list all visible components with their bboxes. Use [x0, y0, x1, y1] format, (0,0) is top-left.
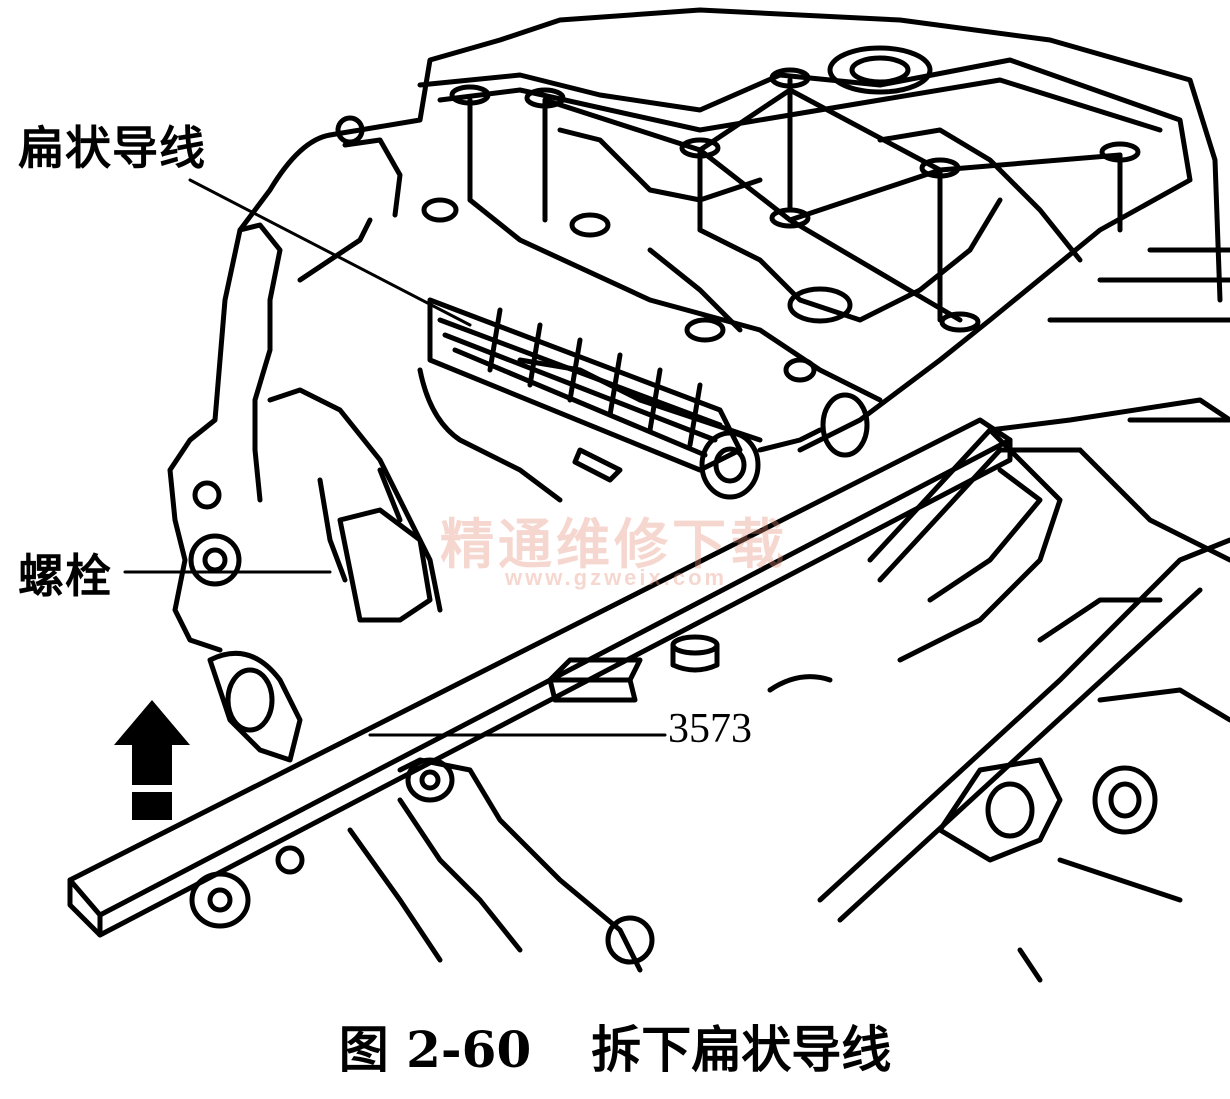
- tool-number-label: 3573: [668, 706, 752, 752]
- figure-caption: 图 2-60 拆下扁状导线: [0, 1010, 1230, 1082]
- lower-linkage: [189, 634, 833, 973]
- fan-wire-harness: [417, 297, 870, 503]
- fan-wire-leader-line: [188, 178, 472, 327]
- right-bracket: [817, 247, 1230, 983]
- figure-title: 拆下扁状导线: [591, 1020, 892, 1079]
- bolt-label: 螺栓: [18, 549, 112, 603]
- transmission-line-drawing: [67, 7, 1230, 983]
- valve-body: [417, 45, 1193, 453]
- watermark-url: www.gzweix.com: [505, 565, 728, 590]
- valve-pins: [421, 67, 1141, 343]
- fan-wire-label: 扁状导线: [18, 121, 206, 175]
- up-arrow-icon: [114, 700, 190, 820]
- watermark-text: 精通维修下载: [440, 513, 788, 576]
- transmission-housing: [167, 7, 1223, 653]
- figure-number: 图 2-60: [338, 1020, 532, 1079]
- left-assembly: [207, 217, 443, 763]
